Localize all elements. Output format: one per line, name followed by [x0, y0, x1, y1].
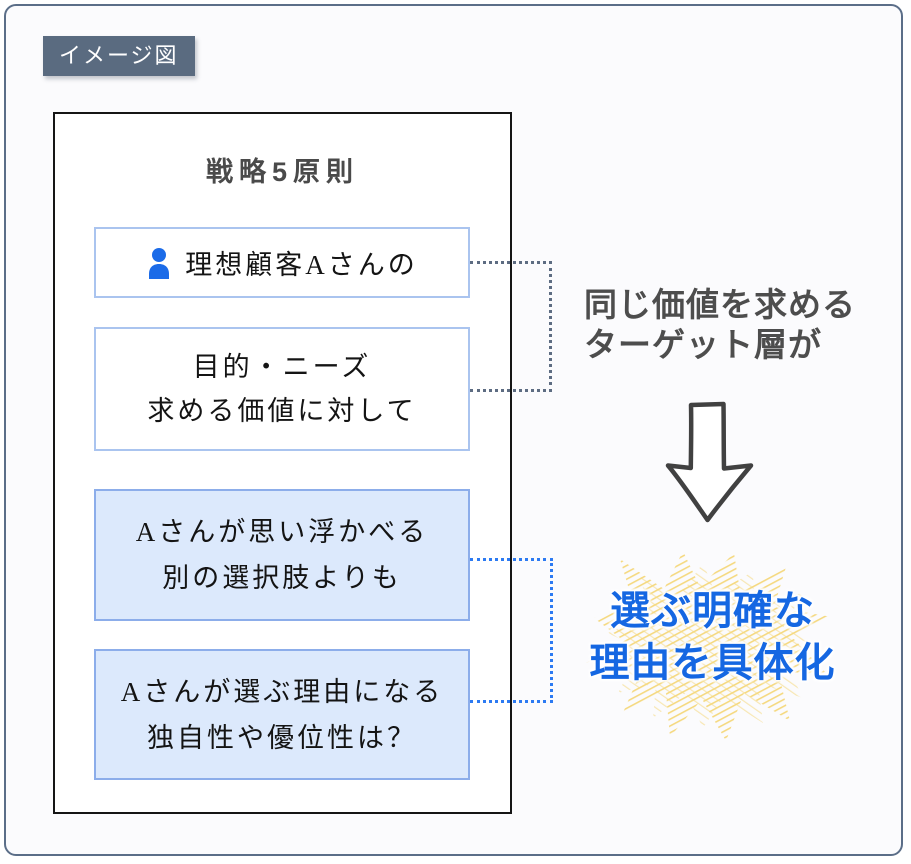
target-annotation: 同じ価値を求める ターゲット層が [584, 285, 856, 365]
highlight-conclusion: 選ぶ明確な 理由を具体化 [565, 585, 860, 689]
connector-bracket-bottom [470, 558, 553, 703]
box-purpose-needs-line2: 求める価値に対して [147, 396, 417, 426]
box-alternatives: Aさんが思い浮かべる 別の選択肢よりも [94, 489, 470, 621]
box-uniqueness-line1: Aさんが選ぶ理由になる [120, 676, 444, 707]
box-alternatives-line1: Aさんが思い浮かべる [135, 517, 429, 547]
scribble-burst [586, 551, 832, 741]
box-purpose-needs: 目的・ニーズ 求める価値に対して [94, 327, 470, 451]
panel-title: 戦略5原則 [205, 157, 360, 187]
highlight-conclusion-line1: 選ぶ明確な [610, 589, 815, 633]
box-ideal-customer: 理想顧客Aさんの [94, 227, 470, 298]
highlight-conclusion-line2: 理由を具体化 [589, 641, 836, 685]
target-annotation-line1: 同じ価値を求める [584, 286, 856, 323]
diagram-tag-label: イメージ図 [43, 36, 195, 76]
box-uniqueness: Aさんが選ぶ理由になる 独自性や優位性は？ [94, 649, 470, 780]
box-ideal-customer-label: 理想顧客Aさんの [185, 250, 418, 280]
down-arrow-icon [665, 401, 754, 523]
box-purpose-needs-line1: 目的・ニーズ [192, 352, 372, 382]
target-annotation-line2: ターゲット層が [584, 326, 822, 363]
box-uniqueness-line2: 独自性や優位性は？ [147, 722, 417, 753]
person-icon [146, 247, 172, 279]
box-alternatives-line2: 別の選択肢よりも [162, 563, 402, 593]
connector-bracket-top [470, 261, 552, 392]
